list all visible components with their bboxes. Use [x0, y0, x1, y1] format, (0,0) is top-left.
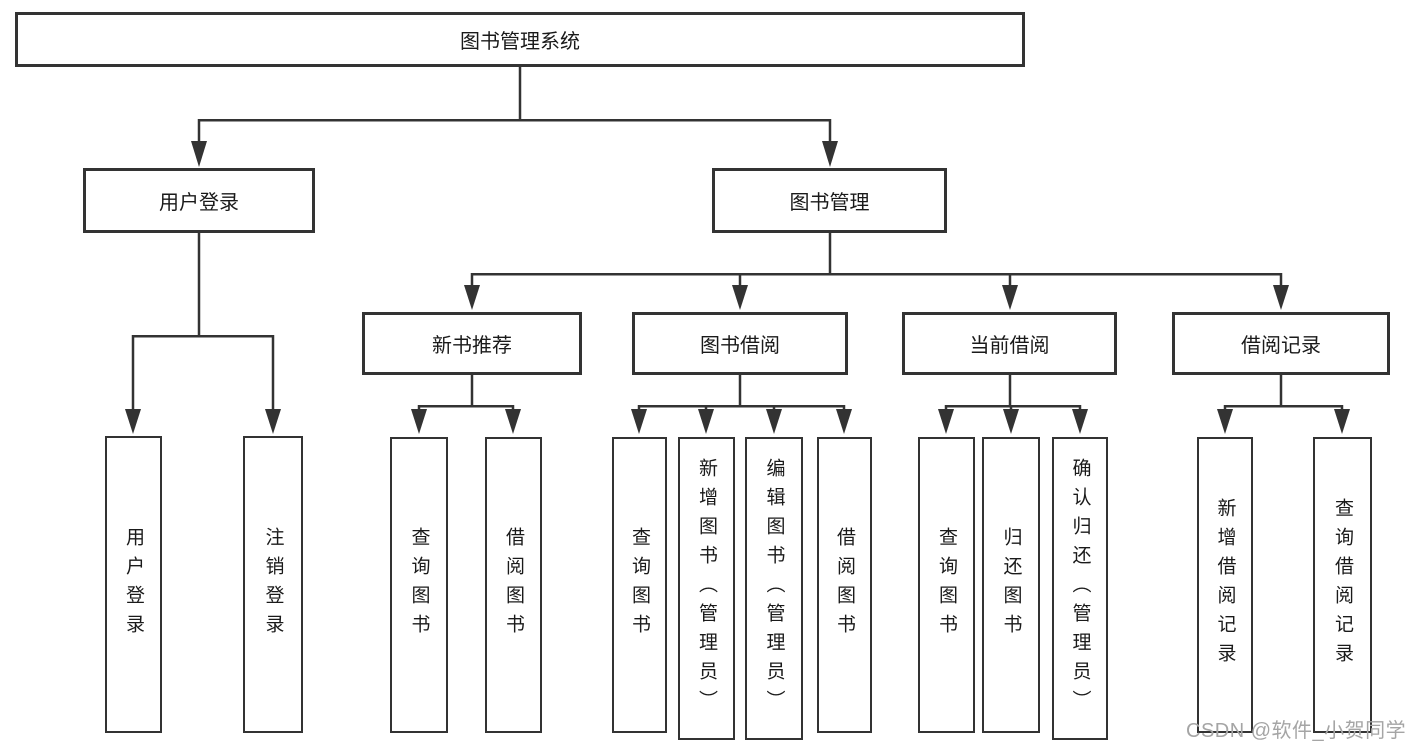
node-label: 借阅图书	[834, 527, 855, 643]
current-children-connector	[938, 375, 1088, 434]
node-label: 查询借阅记录	[1332, 498, 1353, 672]
node-new-book-recommend: 新书推荐	[362, 312, 582, 375]
node-label: 借阅记录	[1241, 335, 1321, 357]
node-library-management-system: 图书管理系统	[15, 12, 1025, 67]
node-label: 图书借阅	[700, 335, 780, 357]
node-borrow-books: 借阅图书	[817, 437, 872, 733]
node-label: 用户登录	[159, 192, 239, 214]
node-query-books-recommend: 查询图书	[390, 437, 448, 733]
node-label: 借阅图书	[503, 527, 524, 643]
node-book-management-module: 图书管理	[712, 168, 947, 233]
management-children-connector	[464, 233, 1289, 310]
node-borrow-books-recommend: 借阅图书	[485, 437, 542, 733]
node-label: 编辑图书（管理员）	[763, 458, 785, 719]
node-label: 查询图书	[408, 527, 430, 643]
node-borrowing-records: 借阅记录	[1172, 312, 1390, 375]
root-connector	[191, 67, 838, 167]
node-label: 归还图书	[1000, 527, 1022, 643]
node-label: 新增图书（管理员）	[696, 458, 717, 719]
node-label: 图书管理系统	[460, 31, 580, 53]
node-label: 新增借阅记录	[1214, 498, 1236, 672]
node-label: 用户登录	[123, 526, 144, 643]
node-label: 新书推荐	[432, 335, 512, 357]
records-children-connector	[1217, 375, 1350, 434]
node-label: 查询图书	[629, 527, 650, 643]
node-add-book-admin: 新增图书（管理员）	[678, 437, 735, 740]
login-children-connector	[125, 233, 281, 434]
node-user-login-module: 用户登录	[83, 168, 315, 233]
node-query-books-current: 查询图书	[918, 437, 975, 733]
node-confirm-return-admin: 确认归还（管理员）	[1052, 437, 1108, 740]
node-logout: 注销登录	[243, 436, 303, 733]
node-label: 图书管理	[789, 192, 870, 214]
node-edit-book-admin: 编辑图书（管理员）	[745, 437, 803, 740]
borrow-children-connector	[631, 375, 852, 434]
node-label: 确认归还（管理员）	[1069, 458, 1091, 719]
node-return-book: 归还图书	[982, 437, 1040, 733]
node-add-borrow-record: 新增借阅记录	[1197, 437, 1253, 733]
node-label: 当前借阅	[969, 335, 1050, 357]
node-query-borrow-record: 查询借阅记录	[1313, 437, 1372, 733]
node-current-borrowing: 当前借阅	[902, 312, 1117, 375]
node-label: 注销登录	[262, 526, 284, 643]
node-label: 查询图书	[936, 527, 957, 643]
node-user-login: 用户登录	[105, 436, 162, 733]
node-query-books-borrow: 查询图书	[612, 437, 667, 733]
csdn-watermark: CSDN @软件_小贺同学	[1186, 720, 1405, 742]
recommend-children-connector	[411, 375, 521, 434]
node-book-borrowing: 图书借阅	[632, 312, 848, 375]
